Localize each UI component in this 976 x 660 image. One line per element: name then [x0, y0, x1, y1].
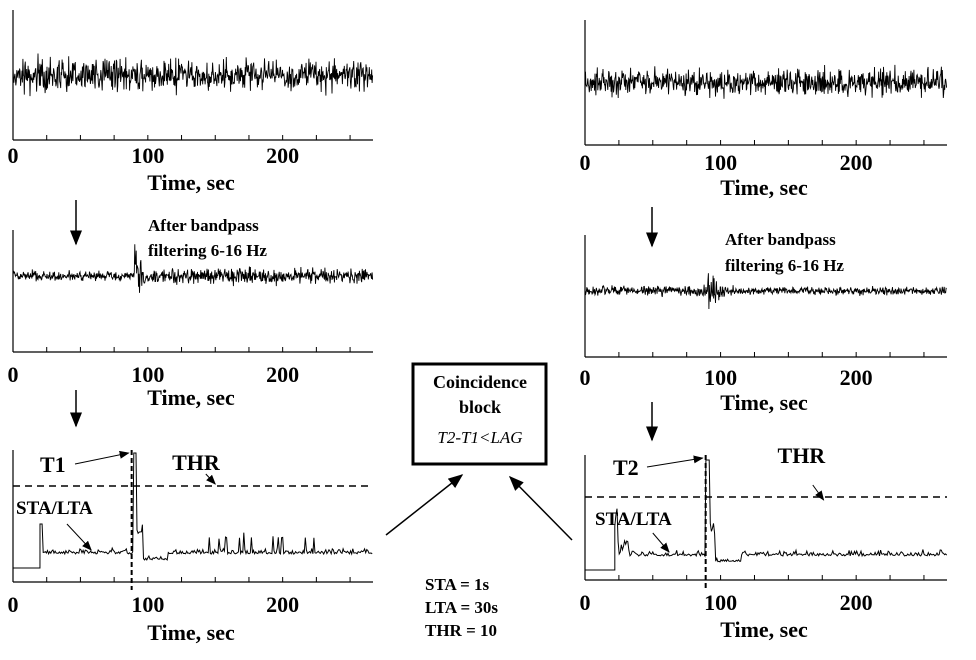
filtered-trace: [584, 273, 947, 310]
raw-trace: [584, 64, 948, 99]
x-tick-label: 200: [266, 362, 299, 387]
filter-note-right-2: filtering 6-16 Hz: [725, 256, 844, 275]
param-thr: THR = 10: [425, 621, 497, 640]
x-axis-title: Time, sec: [720, 175, 808, 200]
trigger-label: T2: [613, 455, 639, 480]
stalta-arrow: [66, 523, 92, 551]
stalta-arrow: [652, 532, 670, 553]
trigger-arrow: [74, 450, 130, 465]
x-axis-title: Time, sec: [720, 390, 808, 415]
x-tick-label: 200: [840, 590, 873, 615]
stalta-label: STA/LTA: [16, 498, 93, 519]
raw-trace: [12, 53, 374, 97]
x-tick-label: 200: [266, 592, 299, 617]
x-tick-label: 200: [840, 150, 873, 175]
threshold-arrow: [205, 473, 216, 485]
x-axis-title: Time, sec: [720, 617, 808, 642]
threshold-label: THR: [778, 443, 827, 468]
x-tick-label: 100: [131, 143, 164, 168]
x-axis-title: Time, sec: [147, 385, 235, 410]
param-lta: LTA = 30s: [425, 598, 498, 617]
filter-note-right-1: After bandpass: [725, 230, 836, 249]
threshold-label: THR: [172, 450, 221, 475]
x-tick-label: 100: [704, 150, 737, 175]
x-tick-label: 200: [266, 143, 299, 168]
arrow-to-block-right: [508, 475, 573, 541]
stalta-label: STA/LTA: [595, 509, 672, 530]
x-tick-label: 0: [580, 590, 591, 615]
x-tick-label: 0: [8, 143, 19, 168]
arrow-to-block-left: [385, 474, 464, 536]
coincidence-title-2: block: [459, 397, 501, 417]
x-tick-label: 100: [131, 362, 164, 387]
x-axis-title: Time, sec: [147, 620, 235, 645]
x-tick-label: 200: [840, 365, 873, 390]
x-tick-label: 100: [704, 590, 737, 615]
x-tick-label: 0: [8, 592, 19, 617]
stalta-trace: [585, 459, 948, 571]
filter-note-left-2: filtering 6-16 Hz: [148, 241, 267, 260]
trigger-label: T1: [40, 452, 66, 477]
x-tick-label: 100: [704, 365, 737, 390]
filter-note-left-1: After bandpass: [148, 216, 259, 235]
coincidence-title-1: Coincidence: [433, 372, 527, 392]
x-axis-title: Time, sec: [147, 170, 235, 195]
stalta-trace: [13, 452, 373, 569]
threshold-arrow: [812, 484, 825, 501]
filtered-trace: [12, 244, 374, 293]
x-tick-label: 0: [580, 150, 591, 175]
x-tick-label: 0: [580, 365, 591, 390]
x-tick-label: 100: [131, 592, 164, 617]
x-tick-label: 0: [8, 362, 19, 387]
trigger-arrow: [646, 455, 704, 468]
coincidence-block: [411, 362, 548, 466]
param-sta: STA = 1s: [425, 575, 490, 594]
coincidence-condition: T2-T1<LAG: [437, 428, 522, 447]
